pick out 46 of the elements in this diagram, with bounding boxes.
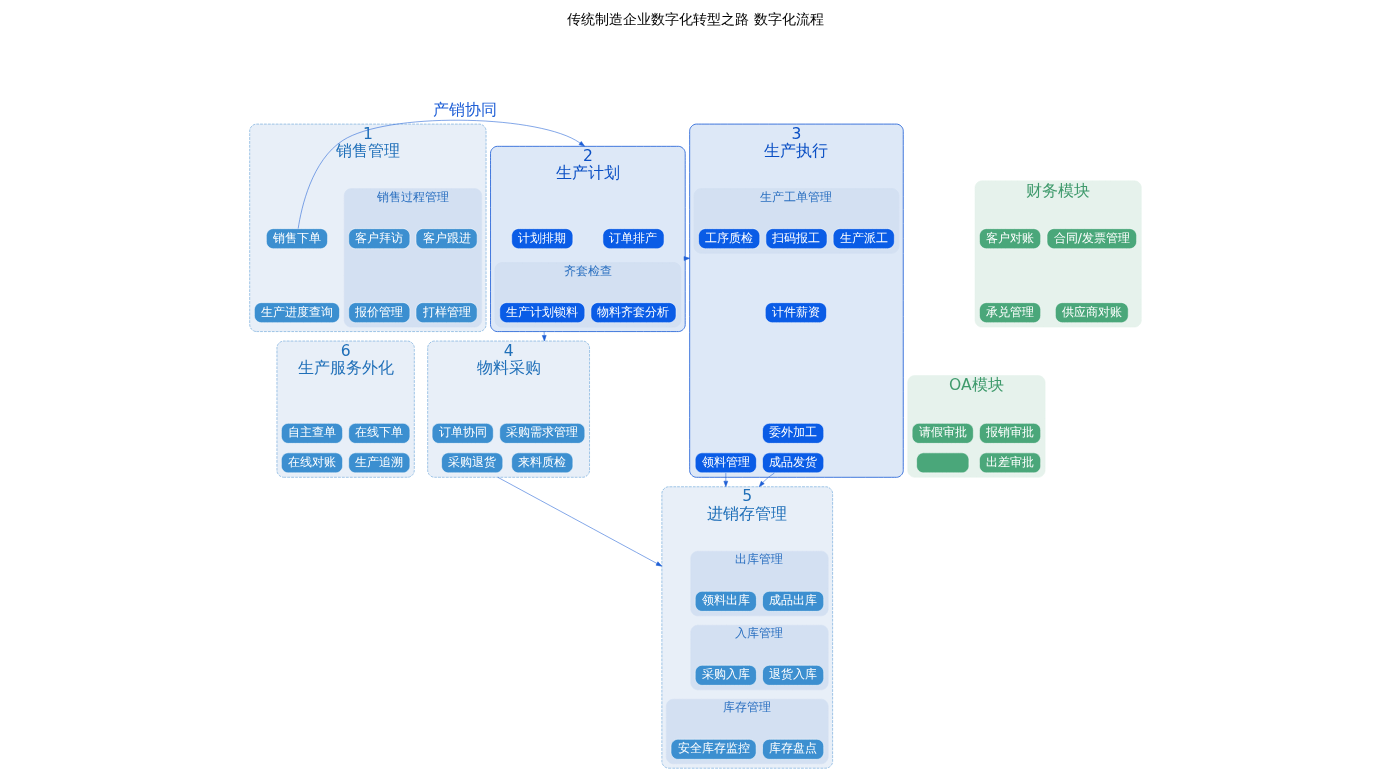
node-box: 计件薪资: [765, 302, 827, 323]
node-box: 退货入库: [762, 665, 824, 686]
node-box: 报销审批: [979, 423, 1041, 444]
node-box: 领料管理: [694, 452, 757, 474]
arrow: [723, 472, 729, 488]
node-box: 工序质检: [698, 228, 761, 249]
node-box: 库存盘点: [762, 739, 824, 760]
node-box: 生产计划锁料: [499, 302, 586, 323]
node-box: 自主查单: [281, 423, 343, 444]
node-box: 在线下单: [348, 423, 411, 444]
node-box: 打样管理: [415, 302, 478, 323]
node-box: 客户拜访: [348, 228, 411, 249]
node-box: 订单协同: [431, 423, 494, 444]
arrow: [542, 331, 547, 342]
node-box: 承兑管理: [979, 302, 1041, 323]
edge-label: 产销协同: [432, 100, 497, 119]
node-box: 客户对账: [979, 228, 1041, 249]
node-box: 采购入库: [694, 665, 757, 686]
node-box: 成品发货: [762, 452, 824, 474]
arrow: [758, 472, 775, 488]
node-box: 计划排期: [511, 228, 574, 249]
node-box: 采购退货: [441, 452, 504, 474]
node-box: 生产派工: [832, 228, 895, 249]
node-box: 出差审批: [979, 452, 1041, 474]
node-box: 来料质检: [511, 452, 574, 474]
node-box: 在线对账: [281, 452, 343, 474]
node-box: 合同/发票管理: [1046, 228, 1137, 249]
node-box: 成品出库: [762, 591, 824, 612]
arrow: [297, 119, 585, 229]
node-box: 领料出库: [694, 591, 757, 612]
node-box: 订单排产: [602, 228, 665, 249]
node-box: 生产进度查询: [254, 302, 340, 323]
diagram-title: 传统制造企业数字化转型之路 数字化流程: [567, 11, 824, 28]
node-box: 客户跟进: [415, 228, 478, 249]
node-box: 报价管理: [348, 302, 411, 323]
node-box: 销售下单: [266, 228, 328, 249]
arrow: [497, 477, 663, 567]
node-box: 物料齐套分析: [590, 302, 677, 323]
node-box: 请假审批: [911, 423, 974, 444]
node-box: 扫码报工: [765, 228, 828, 249]
node-box: 安全库存监控: [670, 739, 757, 760]
node-box: 委外加工: [762, 423, 824, 444]
node-box: 生产追溯: [348, 452, 411, 474]
node-box: [916, 452, 970, 474]
node-box: 供应商对账: [1055, 302, 1129, 323]
node-box: 采购需求管理: [499, 423, 586, 444]
